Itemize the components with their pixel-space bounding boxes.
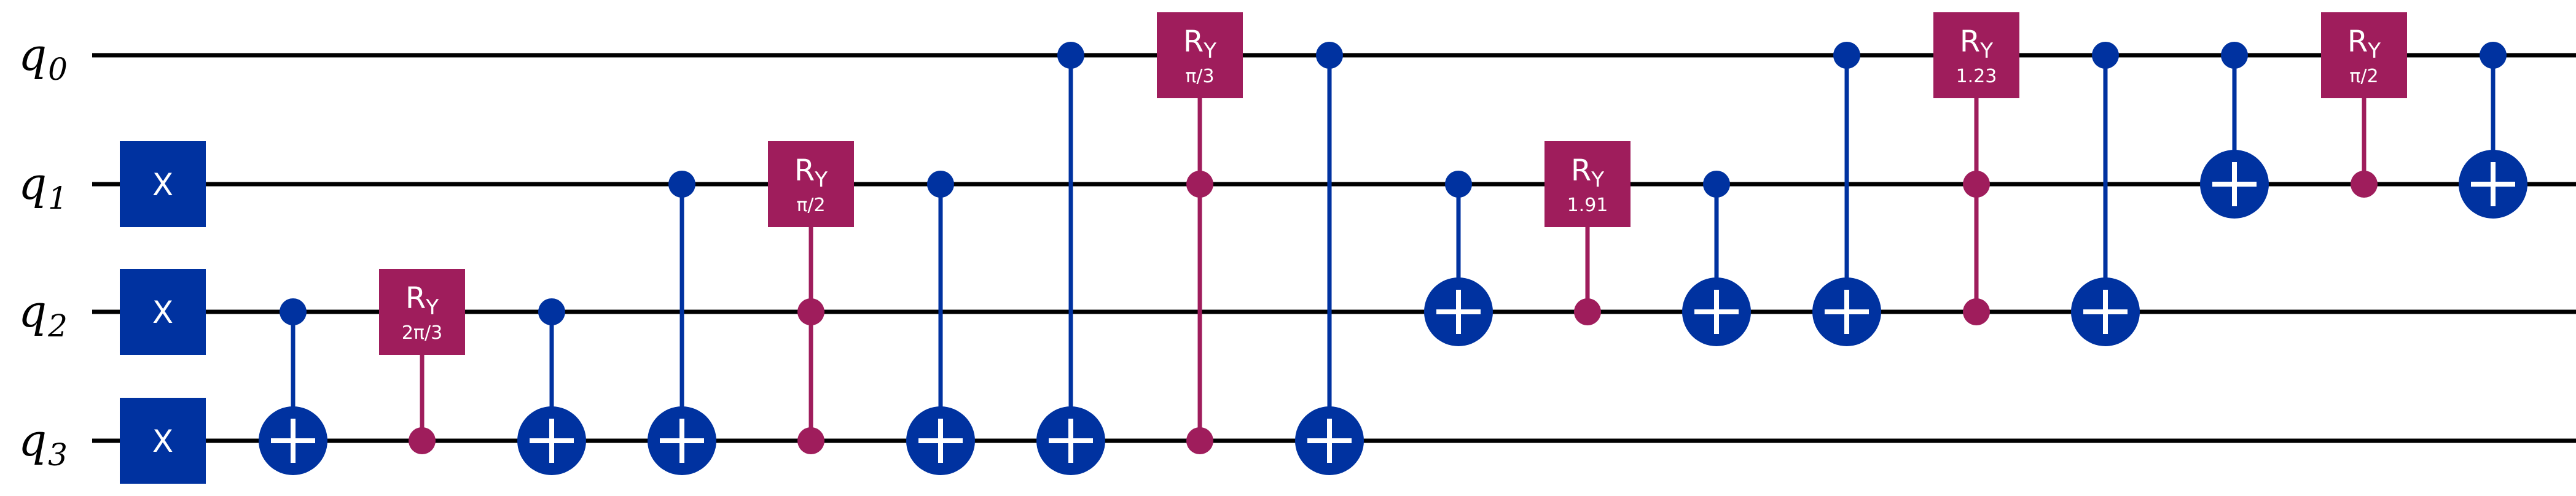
x-gate-label: X [152, 167, 173, 203]
control-dot [409, 427, 436, 454]
qubit-wires [92, 53, 2576, 443]
control-dot [1186, 427, 1213, 454]
ry-subscript: Y [1203, 39, 1216, 63]
control-dot [2092, 42, 2119, 69]
qubit-letter: q [18, 285, 47, 337]
gate-x: X [120, 398, 206, 484]
qubit-index: 2 [47, 308, 68, 344]
ry-letter: R [2347, 25, 2368, 59]
gate-cx [517, 298, 586, 475]
control-dot [1574, 298, 1601, 325]
ry-letter: R [1183, 25, 1204, 59]
ry-gate-label: RY [2347, 25, 2381, 63]
ry-gate-param: 1.91 [1567, 195, 1608, 216]
x-gate-box [120, 141, 206, 227]
control-dot [280, 298, 307, 325]
gate-cx [1424, 171, 1493, 346]
ry-subscript: Y [814, 168, 828, 192]
gate-cx [2200, 42, 2269, 219]
gate-cx [259, 298, 327, 475]
control-dot [1703, 171, 1730, 198]
ry-gate-box [1544, 141, 1631, 227]
control-dot [2351, 171, 2378, 198]
gate-cry: RYπ/3 [1157, 12, 1243, 454]
gate-cry: RYπ/2 [768, 141, 854, 454]
ry-subscript: Y [2367, 39, 2381, 63]
control-dot [1833, 42, 1860, 69]
ry-gate-param: π/2 [796, 195, 825, 216]
ry-gate-param: π/3 [1185, 66, 1214, 87]
ry-gate-box [379, 269, 465, 355]
ry-gate-box [768, 141, 854, 227]
ry-gate-param: 1.23 [1956, 66, 1997, 87]
qubit-letter: q [18, 29, 47, 80]
qubit-index: 3 [48, 437, 68, 473]
control-dot [797, 298, 824, 325]
gate-cx [648, 171, 716, 475]
gate-x: X [120, 141, 206, 227]
x-gate-label: X [152, 295, 173, 330]
qubit-letter: q [18, 158, 47, 209]
gate-cx [1036, 42, 1105, 475]
qubit-label-q1: q1 [18, 158, 68, 216]
qubit-index: 0 [48, 52, 68, 87]
control-dot [927, 171, 954, 198]
x-gate-label: X [152, 424, 173, 459]
ry-gate-label: RY [1183, 25, 1216, 63]
ry-subscript: Y [1979, 39, 1993, 63]
gate-cx [1682, 171, 1751, 346]
qubit-label-q2: q2 [18, 285, 68, 344]
gate-cry: RYπ/2 [2321, 12, 2407, 198]
ry-gate-box [2321, 12, 2407, 98]
qubit-index: 1 [48, 180, 68, 216]
gate-cx [2071, 42, 2140, 346]
control-dot [668, 171, 695, 198]
gate-cry: RY 1.91 [1544, 141, 1631, 325]
control-dot [1186, 171, 1213, 198]
control-dot [1057, 42, 1084, 69]
ry-gate-label: RY [794, 153, 828, 192]
gate-cx [2459, 42, 2527, 219]
ry-letter: R [405, 281, 426, 316]
gate-cx [906, 171, 975, 475]
control-dot [1963, 171, 1990, 198]
control-dot [2221, 42, 2248, 69]
ry-gate-label: RY [405, 281, 439, 320]
ry-gate-param: π/2 [2349, 66, 2378, 87]
x-gate-box [120, 269, 206, 355]
control-dot [1963, 298, 1990, 325]
gate-cx [1812, 42, 1881, 346]
qubit-letter: q [18, 414, 47, 466]
control-dot [1445, 171, 1472, 198]
gate-cry: RY 1.23 [1933, 12, 2019, 325]
ry-letter: R [794, 153, 815, 188]
control-dot [797, 427, 824, 454]
control-dot [2480, 42, 2507, 69]
gate-x: X [120, 269, 206, 355]
ry-gate-box [1157, 12, 1243, 98]
ry-letter: R [1571, 153, 1591, 188]
ry-gate-label: RY [1960, 25, 1993, 63]
qubit-label-q3: q3 [18, 414, 68, 473]
ry-gate-box [1933, 12, 2019, 98]
ry-gate-param: 2π/3 [402, 322, 442, 344]
ry-subscript: Y [1591, 168, 1604, 192]
ry-letter: R [1960, 25, 1980, 59]
control-dot [538, 298, 565, 325]
gate-cx [1295, 42, 1364, 475]
ry-gate-label: RY [1571, 153, 1604, 192]
x-gate-box [120, 398, 206, 484]
control-dot [1316, 42, 1343, 69]
qubit-label-q0: q0 [18, 29, 68, 87]
ry-subscript: Y [425, 295, 439, 320]
